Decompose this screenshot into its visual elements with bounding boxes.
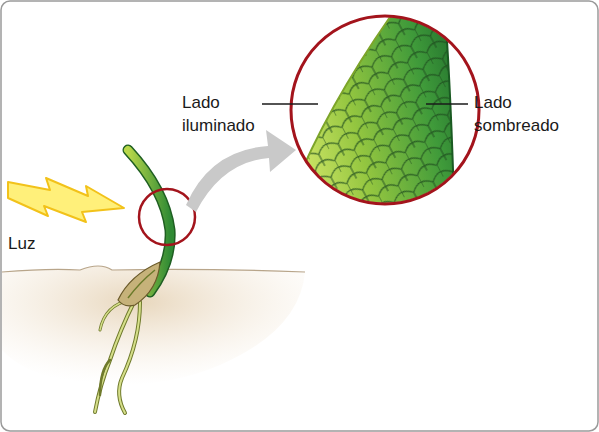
leader-line [262, 103, 318, 104]
seed [118, 262, 160, 306]
zoom-circle [139, 189, 195, 245]
magnified-tissue [275, 10, 455, 240]
roots [95, 300, 140, 413]
leader-line [426, 103, 468, 104]
light-label: Luz [8, 232, 68, 255]
light-bolt [8, 178, 124, 222]
side-label: Lado sombreado [474, 91, 570, 137]
side-label: Lado iluminado [182, 91, 260, 137]
magnifier-circle [291, 16, 479, 204]
zoom-arrow [186, 130, 296, 212]
seed-vein [128, 270, 155, 298]
